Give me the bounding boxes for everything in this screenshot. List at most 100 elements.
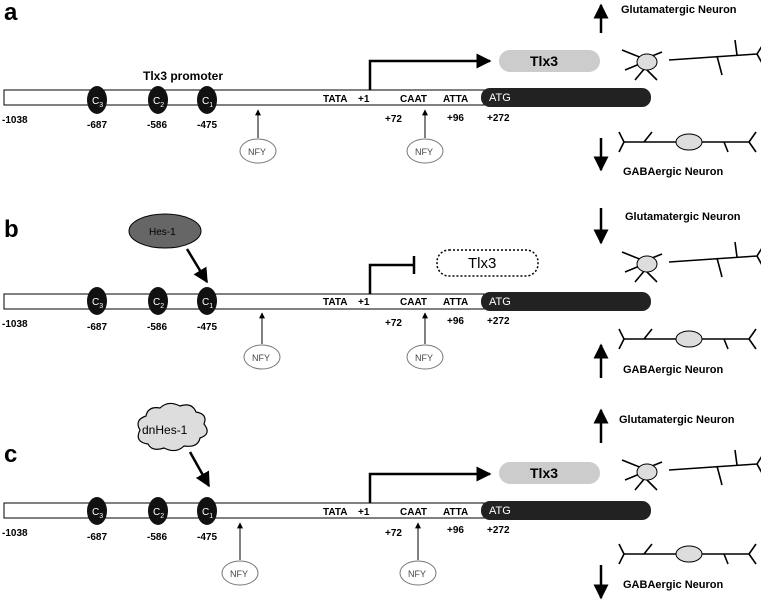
atg-label: ATG [489, 92, 511, 104]
atta-pos: +96 [447, 316, 464, 327]
repressor-label: Hes-1 [149, 227, 176, 238]
caat-pos: +72 [385, 318, 402, 329]
nfy-label: NFY [415, 147, 433, 157]
atta-label: ATTA [443, 94, 468, 105]
repressed-transcription-arrow [368, 256, 416, 294]
c2-site [148, 287, 168, 315]
caat-pos: +72 [385, 528, 402, 539]
gabaergic-neuron-icon [618, 543, 757, 565]
gabaergic-neuron-icon [618, 131, 757, 153]
c1-site [197, 287, 217, 315]
tlx3-product [499, 50, 600, 72]
c3-label: C3 [92, 96, 103, 109]
c2-label: C2 [153, 507, 164, 520]
c1-pos: -475 [197, 532, 217, 543]
atg-label: ATG [489, 505, 511, 517]
c1-site [197, 497, 217, 525]
caat-label: CAAT [400, 507, 427, 518]
tlx3-label: Tlx3 [530, 465, 558, 481]
start-pos: -1038 [2, 319, 28, 330]
tss-label: +1 [358, 94, 370, 105]
coding-region [481, 292, 651, 311]
start-pos: -1038 [2, 528, 28, 539]
transcription-arrow [368, 53, 492, 90]
nfy-box [406, 344, 444, 370]
panel-b: b Hes-1 ATG C3 C2 C1 -1038 -687 -586 -47… [2, 208, 761, 378]
tata-label: TATA [323, 94, 347, 105]
panel-letter: b [4, 216, 19, 243]
c1-label: C1 [202, 297, 213, 310]
c3-pos: -687 [87, 532, 107, 543]
caat-label: CAAT [400, 94, 427, 105]
c1-label: C1 [202, 507, 213, 520]
atta-label: ATTA [443, 507, 468, 518]
c2-label: C2 [153, 96, 164, 109]
c2-pos: -586 [147, 532, 167, 543]
glutamatergic-neuron-icon [621, 39, 761, 81]
transcription-arrow [368, 466, 492, 503]
tata-label: TATA [323, 507, 347, 518]
caat-label: CAAT [400, 297, 427, 308]
tlx3-label: Tlx3 [468, 255, 496, 272]
tlx3-product [499, 462, 600, 484]
tlx3-product-absent [436, 249, 539, 277]
atg-pos: +272 [487, 316, 510, 327]
atta-pos: +96 [447, 113, 464, 124]
c2-label: C2 [153, 297, 164, 310]
c1-pos: -475 [197, 120, 217, 131]
c3-pos: -687 [87, 120, 107, 131]
nfy-box [406, 138, 444, 164]
panel-letter: c [4, 441, 17, 468]
c2-site [148, 497, 168, 525]
panel-letter: a [4, 0, 18, 26]
nfy-label: NFY [415, 353, 433, 363]
repressor-arrow [185, 248, 209, 284]
panel-c: c dnHes-1 ATG C3 C2 C1 -1038 -687 -586 -… [2, 402, 761, 600]
nfy-label: NFY [230, 569, 248, 579]
nfy-box [399, 560, 437, 586]
atg-pos: +272 [487, 113, 510, 124]
nfy-label: NFY [252, 353, 270, 363]
tss-label: +1 [358, 507, 370, 518]
c2-pos: -586 [147, 322, 167, 333]
start-pos: -1038 [2, 115, 28, 126]
tata-label: TATA [323, 297, 347, 308]
c1-pos: -475 [197, 322, 217, 333]
nfy-label: NFY [248, 147, 266, 157]
c3-site [87, 86, 107, 114]
repressor-arrow [188, 451, 211, 488]
coding-region [481, 88, 651, 107]
dominant-negative-repressor-shape [137, 402, 208, 452]
glut-label: Glutamatergic Neuron [619, 414, 735, 426]
c1-site [197, 86, 217, 114]
nfy-box [243, 344, 281, 370]
c2-site [148, 86, 168, 114]
c3-label: C3 [92, 297, 103, 310]
tlx3-label: Tlx3 [530, 53, 558, 69]
c3-label: C3 [92, 507, 103, 520]
gaba-label: GABAergic Neuron [623, 166, 724, 178]
nfy-box [239, 138, 277, 164]
coding-region [481, 501, 651, 520]
promoter-label: Tlx3 promoter [143, 69, 223, 83]
caat-pos: +72 [385, 114, 402, 125]
nfy-box [221, 560, 259, 586]
glutamatergic-neuron-icon [621, 241, 761, 283]
gaba-label: GABAergic Neuron [623, 364, 724, 376]
atg-pos: +272 [487, 525, 510, 536]
c3-site [87, 497, 107, 525]
glut-label: Glutamatergic Neuron [625, 211, 741, 223]
atta-label: ATTA [443, 297, 468, 308]
gabaergic-neuron-icon [618, 328, 757, 350]
c2-pos: -586 [147, 120, 167, 131]
tss-label: +1 [358, 297, 370, 308]
glut-label: Glutamatergic Neuron [621, 4, 737, 16]
c3-pos: -687 [87, 322, 107, 333]
repressor-label: dnHes-1 [142, 423, 188, 437]
repressor-shape [128, 213, 202, 249]
atta-pos: +96 [447, 525, 464, 536]
atg-label: ATG [489, 296, 511, 308]
c1-label: C1 [202, 96, 213, 109]
glutamatergic-neuron-icon [621, 449, 761, 491]
